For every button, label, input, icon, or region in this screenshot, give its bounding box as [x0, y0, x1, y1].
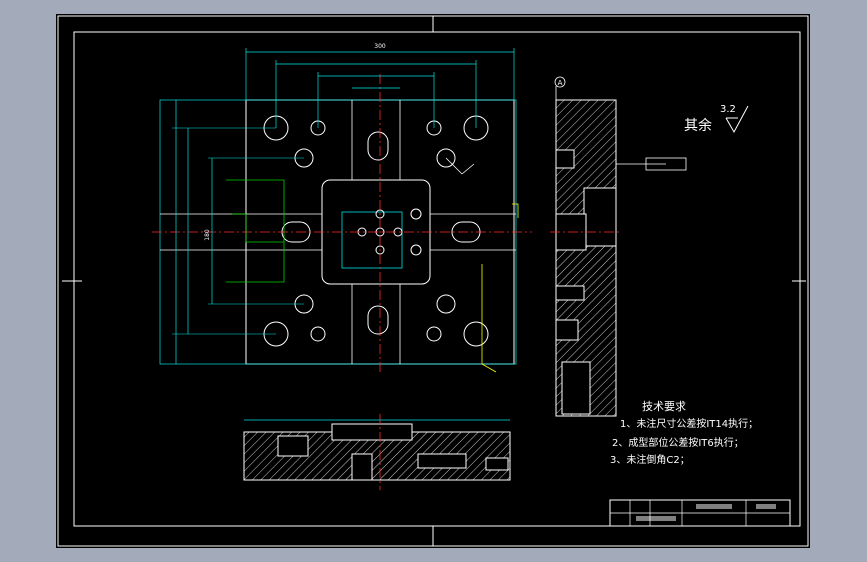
technical-requirements: 技术要求 1、未注尺寸公差按IT14执行； 2、成型部位公差按IT6执行； 3、…: [610, 400, 758, 466]
side-section-view: [550, 76, 687, 417]
height-dimension: 180: [204, 229, 211, 241]
surface-roughness-value: 3.2: [720, 104, 736, 115]
overall-width-dimension: 300: [374, 43, 386, 50]
cad-drawing: 300 180 A 其余 3.2 技术要求 1、未注尺寸公差按IT: [57, 15, 809, 547]
surface-roughness-note: 其余 3.2: [684, 104, 749, 134]
inner-frame: [73, 31, 801, 527]
title-block: [609, 499, 791, 527]
tech-req-item-2: 2、成型部位公差按IT6执行；: [612, 436, 744, 449]
plan-view: [152, 48, 532, 374]
bottom-section-view: [243, 414, 511, 490]
surface-note-label: 其余: [684, 117, 712, 134]
tech-req-title: 技术要求: [642, 400, 686, 413]
drawing-sheet: 300 180 A 其余 3.2 技术要求 1、未注尺寸公差按IT: [56, 14, 810, 548]
roughness-symbol: [725, 105, 749, 134]
tech-req-item-3: 3、未注倒角C2；: [610, 453, 690, 466]
section-marker: A: [558, 79, 563, 87]
tech-req-item-1: 1、未注尺寸公差按IT14执行；: [620, 417, 758, 430]
